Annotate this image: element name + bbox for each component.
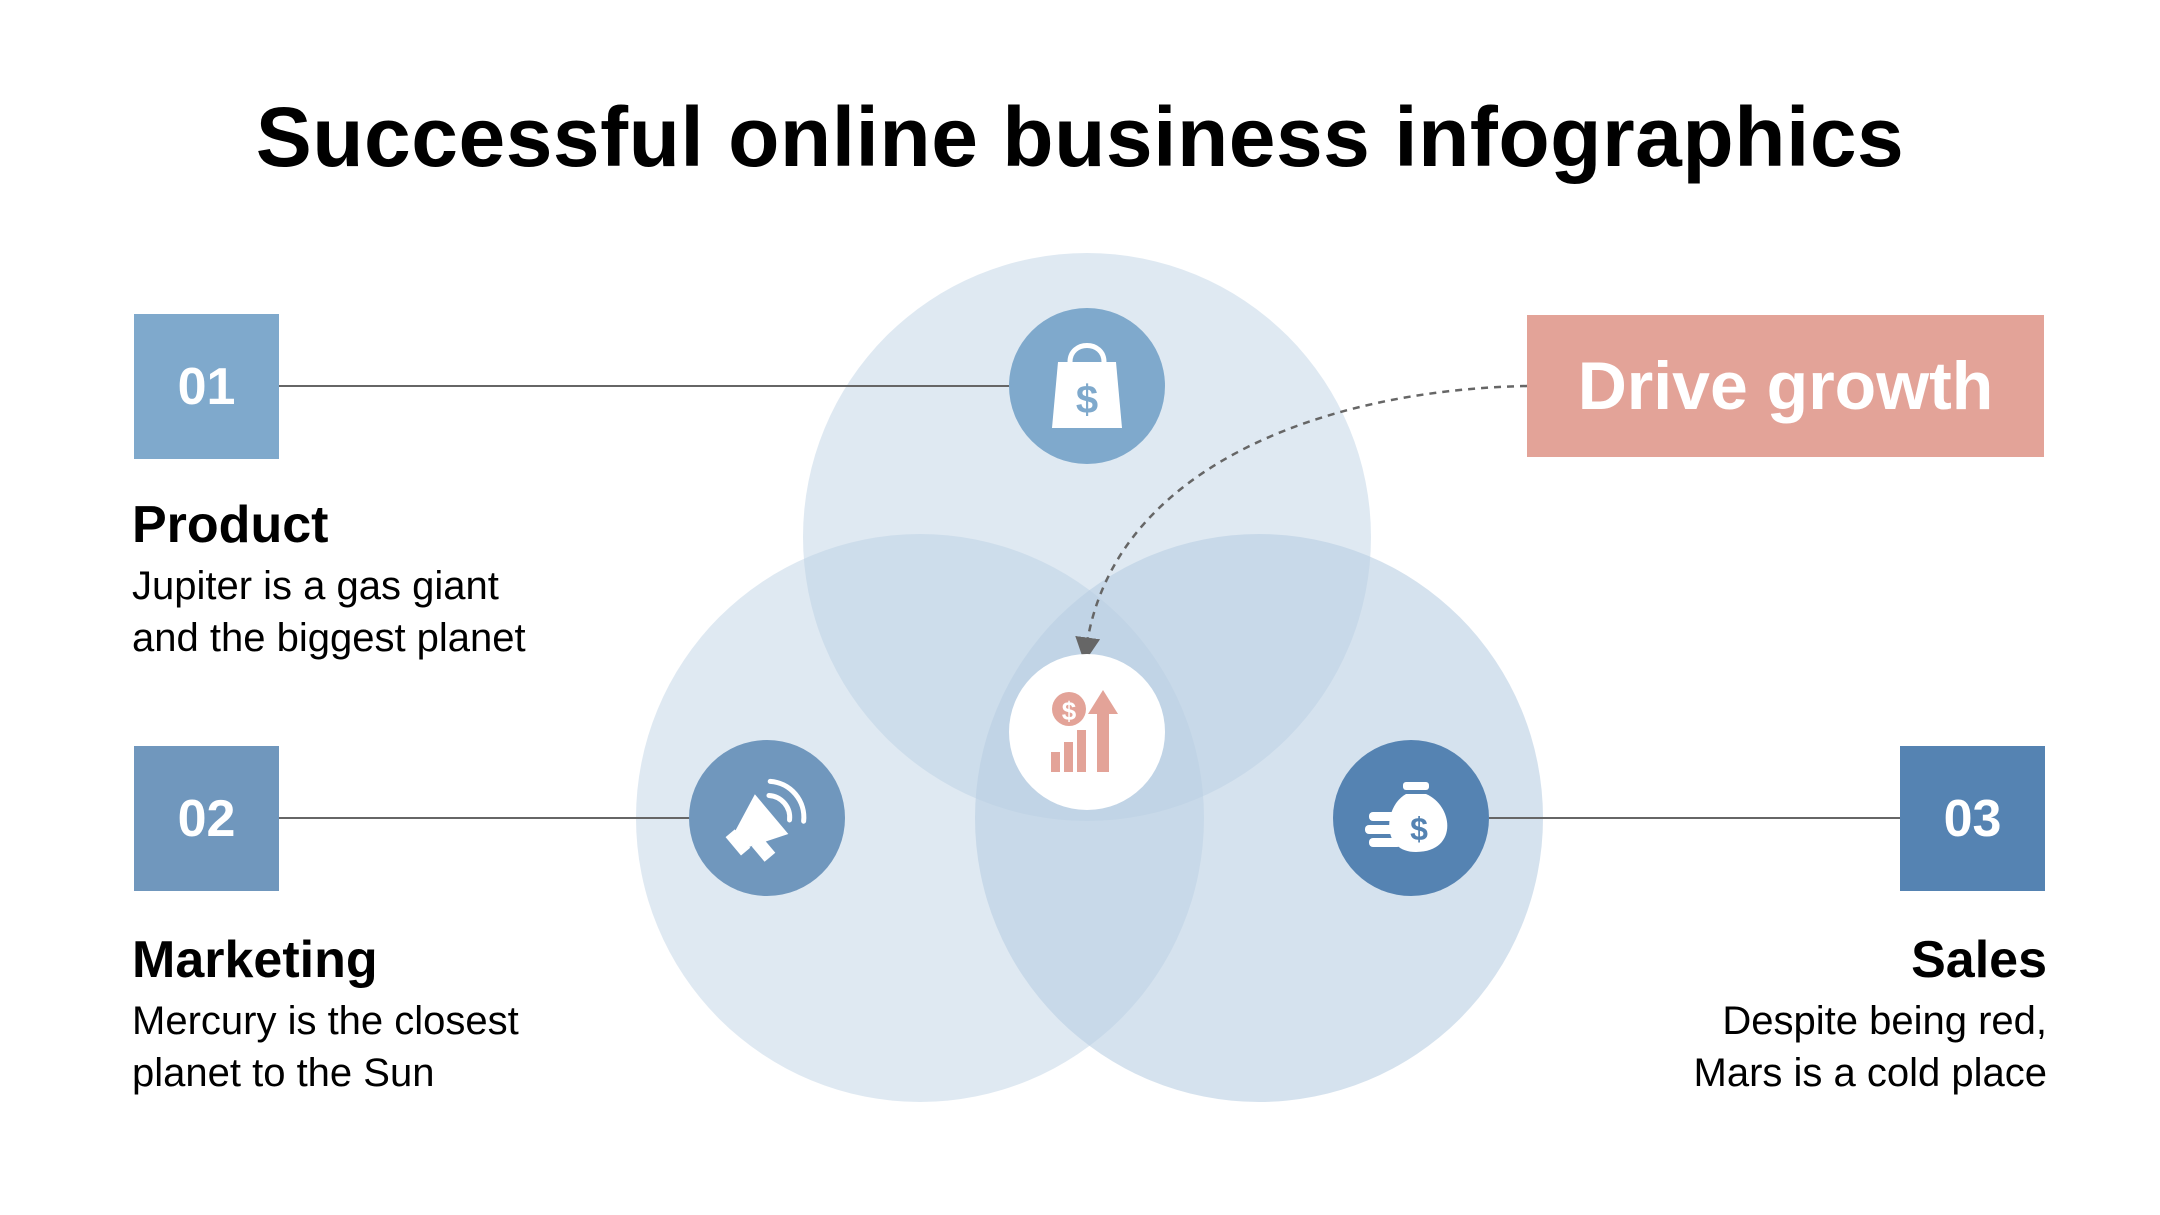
shopping-bag-dollar-icon: $ bbox=[1052, 343, 1122, 428]
sales-section: Sales Despite being red, Mars is a cold … bbox=[1527, 931, 2047, 1099]
product-section: Product Jupiter is a gas giant and the b… bbox=[132, 496, 652, 664]
sales-description: Despite being red, Mars is a cold place bbox=[1527, 995, 2047, 1099]
megaphone-icon bbox=[725, 778, 807, 862]
svg-text:$: $ bbox=[1410, 811, 1428, 847]
step-number-02: 02 bbox=[134, 746, 279, 891]
svg-text:$: $ bbox=[1076, 378, 1098, 422]
sales-description-line: Despite being red, bbox=[1722, 998, 2047, 1043]
marketing-description-line: Mercury is the closest bbox=[132, 998, 519, 1043]
center-growth-badge: $ bbox=[1009, 654, 1165, 810]
drive-growth-callout: Drive growth bbox=[1527, 315, 2044, 457]
step-number-03: 03 bbox=[1900, 746, 2045, 891]
product-heading: Product bbox=[132, 496, 329, 554]
marketing-section: Marketing Mercury is the closest planet … bbox=[132, 931, 652, 1099]
sales-heading: Sales bbox=[1911, 931, 2047, 989]
page-title: Successful online business infographics bbox=[255, 90, 1905, 184]
product-description-line: Jupiter is a gas giant bbox=[132, 563, 499, 608]
step-number-01: 01 bbox=[134, 314, 279, 459]
sales-icon-badge: $ bbox=[1333, 740, 1489, 896]
marketing-heading: Marketing bbox=[132, 931, 378, 989]
marketing-description-line: planet to the Sun bbox=[132, 1050, 435, 1095]
growth-chart-dollar-icon: $ bbox=[1051, 690, 1118, 772]
marketing-description: Mercury is the closest planet to the Sun bbox=[132, 995, 652, 1099]
money-bag-coins-icon: $ bbox=[1365, 782, 1448, 852]
sales-description-line: Mars is a cold place bbox=[1693, 1050, 2047, 1095]
svg-text:$: $ bbox=[1062, 696, 1077, 726]
growth-arrow bbox=[1075, 384, 1528, 663]
product-icon-badge: $ bbox=[1009, 308, 1165, 464]
product-description: Jupiter is a gas giant and the biggest p… bbox=[132, 560, 652, 664]
product-description-line: and the biggest planet bbox=[132, 615, 526, 660]
marketing-icon-badge bbox=[689, 740, 845, 896]
